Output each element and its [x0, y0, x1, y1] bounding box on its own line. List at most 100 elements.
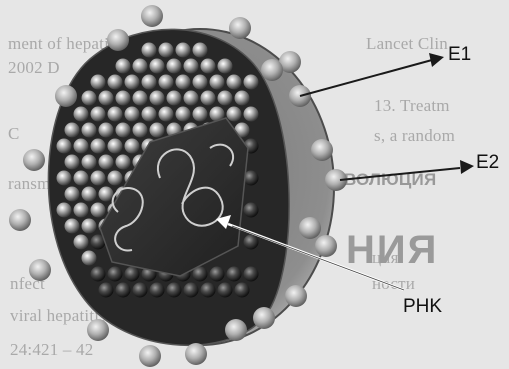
capsid-protein: [108, 75, 123, 90]
envelope-spike: [29, 259, 51, 281]
capsid-protein: [108, 171, 123, 186]
capsid-protein: [65, 155, 80, 170]
capsid-protein: [74, 171, 89, 186]
capsid-protein: [99, 91, 114, 106]
envelope-spike: [229, 17, 251, 39]
envelope-spike: [225, 319, 247, 341]
capsid-protein: [99, 155, 114, 170]
capsid-protein: [125, 75, 140, 90]
envelope-spike: [285, 285, 307, 307]
capsid-protein: [218, 91, 233, 106]
capsid-protein: [125, 139, 140, 154]
capsid-protein: [91, 107, 106, 122]
arrow-e1: [300, 60, 432, 96]
capsid-protein: [82, 251, 97, 266]
envelope-spike: [55, 85, 77, 107]
capsid-protein: [108, 139, 123, 154]
envelope-spike: [107, 29, 129, 51]
envelope-spike: [23, 149, 45, 171]
capsid-protein: [82, 123, 97, 138]
arrowhead-e1: [429, 53, 444, 67]
envelope-spike: [87, 319, 109, 341]
capsid-protein: [133, 283, 148, 298]
capsid-protein: [150, 283, 165, 298]
envelope-spike: [141, 5, 163, 27]
capsid-protein: [91, 139, 106, 154]
envelope-spike: [9, 209, 31, 231]
capsid-protein: [184, 59, 199, 74]
capsid-protein: [244, 107, 259, 122]
capsid-protein: [184, 91, 199, 106]
capsid-protein: [82, 187, 97, 202]
capsid-protein: [65, 187, 80, 202]
capsid-protein: [142, 107, 157, 122]
capsid-protein: [167, 59, 182, 74]
label-phk: PHK: [403, 296, 442, 318]
envelope-spike: [185, 343, 207, 365]
capsid-protein: [74, 107, 89, 122]
capsid-protein: [201, 283, 216, 298]
capsid-protein: [91, 75, 106, 90]
capsid-protein: [142, 43, 157, 58]
capsid-protein: [116, 123, 131, 138]
capsid-protein: [116, 155, 131, 170]
capsid-protein: [57, 139, 72, 154]
capsid-protein: [82, 155, 97, 170]
capsid-protein: [57, 171, 72, 186]
capsid-protein: [74, 235, 89, 250]
capsid-protein: [65, 219, 80, 234]
capsid-protein: [201, 59, 216, 74]
capsid-protein: [218, 283, 233, 298]
capsid-protein: [244, 267, 259, 282]
arrow-e2: [340, 168, 460, 180]
label-e1: E1: [448, 44, 471, 66]
capsid-protein: [235, 91, 250, 106]
capsid-protein: [91, 203, 106, 218]
envelope-spike: [311, 139, 333, 161]
capsid-protein: [133, 59, 148, 74]
capsid-protein: [133, 123, 148, 138]
capsid-protein: [125, 107, 140, 122]
capsid-protein: [159, 75, 174, 90]
capsid-protein: [116, 59, 131, 74]
capsid-protein: [210, 267, 225, 282]
capsid-protein: [159, 43, 174, 58]
capsid-protein: [82, 91, 97, 106]
envelope-spike: [139, 345, 161, 367]
capsid-protein: [116, 283, 131, 298]
capsid-protein: [227, 107, 242, 122]
capsid-protein: [133, 91, 148, 106]
capsid-protein: [142, 75, 157, 90]
capsid-protein: [176, 75, 191, 90]
capsid-protein: [176, 43, 191, 58]
capsid-protein: [82, 219, 97, 234]
capsid-protein: [210, 75, 225, 90]
capsid-protein: [116, 91, 131, 106]
capsid-protein: [91, 171, 106, 186]
capsid-protein: [91, 267, 106, 282]
capsid-protein: [74, 203, 89, 218]
capsid-protein: [108, 267, 123, 282]
capsid-protein: [201, 91, 216, 106]
capsid-protein: [159, 107, 174, 122]
capsid-protein: [193, 75, 208, 90]
capsid-protein: [167, 283, 182, 298]
capsid-protein: [108, 107, 123, 122]
capsid-protein: [99, 123, 114, 138]
capsid-protein: [167, 91, 182, 106]
capsid-protein: [99, 283, 114, 298]
capsid-protein: [176, 107, 191, 122]
capsid-protein: [244, 235, 259, 250]
label-e2: E2: [476, 152, 499, 174]
capsid-protein: [218, 59, 233, 74]
capsid-protein: [57, 203, 72, 218]
capsid-protein: [65, 123, 80, 138]
capsid-protein: [74, 139, 89, 154]
capsid-protein: [184, 283, 199, 298]
capsid-protein: [150, 59, 165, 74]
envelope-spike: [299, 217, 321, 239]
capsid-protein: [235, 283, 250, 298]
envelope-spike: [261, 59, 283, 81]
capsid-protein: [244, 203, 259, 218]
